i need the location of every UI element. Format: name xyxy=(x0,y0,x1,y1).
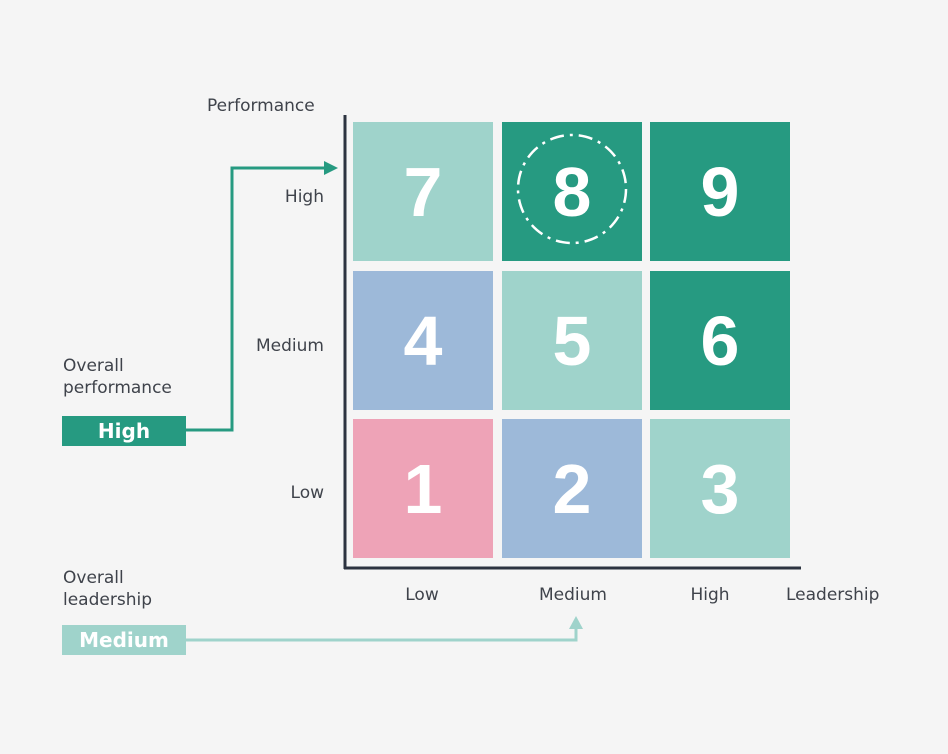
grid-cell-6: 6 xyxy=(650,271,790,410)
leadership-arrow xyxy=(186,626,578,642)
cell-number: 6 xyxy=(700,301,740,380)
performance-arrow xyxy=(186,166,326,432)
performance-label: Overall performance xyxy=(63,355,172,399)
grid-cell-1: 1 xyxy=(353,419,493,558)
y-axis-title: Performance xyxy=(207,96,315,116)
performance-label-line1: Overall xyxy=(63,356,124,376)
leadership-label-line1: Overall xyxy=(63,568,124,588)
y-level-low: Low xyxy=(290,483,324,503)
performance-label-line2: performance xyxy=(63,378,172,398)
x-level-medium: Medium xyxy=(539,585,607,605)
grid-cell-8: 8 xyxy=(502,122,642,261)
x-level-high: High xyxy=(690,585,730,605)
cell-number: 2 xyxy=(552,449,592,528)
grid-cell-5: 5 xyxy=(502,271,642,410)
performance-value-badge: High xyxy=(62,416,186,446)
cell-number: 8 xyxy=(552,152,592,231)
grid-cell-7: 7 xyxy=(353,122,493,261)
cell-number: 4 xyxy=(403,301,443,380)
highlight-dashed-circle xyxy=(516,133,628,245)
grid-cell-9: 9 xyxy=(650,122,790,261)
grid-cell-2: 2 xyxy=(502,419,642,558)
y-level-medium: Medium xyxy=(256,336,324,356)
leadership-arrowhead xyxy=(569,616,583,629)
cell-number: 1 xyxy=(403,449,443,528)
cell-number: 9 xyxy=(700,152,740,231)
cell-number: 3 xyxy=(700,449,740,528)
cell-number: 7 xyxy=(403,152,443,231)
y-level-high: High xyxy=(284,187,324,207)
grid-cell-4: 4 xyxy=(353,271,493,410)
performance-arrowhead xyxy=(324,161,338,175)
leadership-label-line2: leadership xyxy=(63,590,152,610)
leadership-value-badge: Medium xyxy=(62,625,186,655)
x-level-low: Low xyxy=(405,585,439,605)
grid-cell-3: 3 xyxy=(650,419,790,558)
cell-number: 5 xyxy=(552,301,592,380)
x-axis-title: Leadership xyxy=(786,585,880,605)
leadership-label: Overall leadership xyxy=(63,567,152,611)
